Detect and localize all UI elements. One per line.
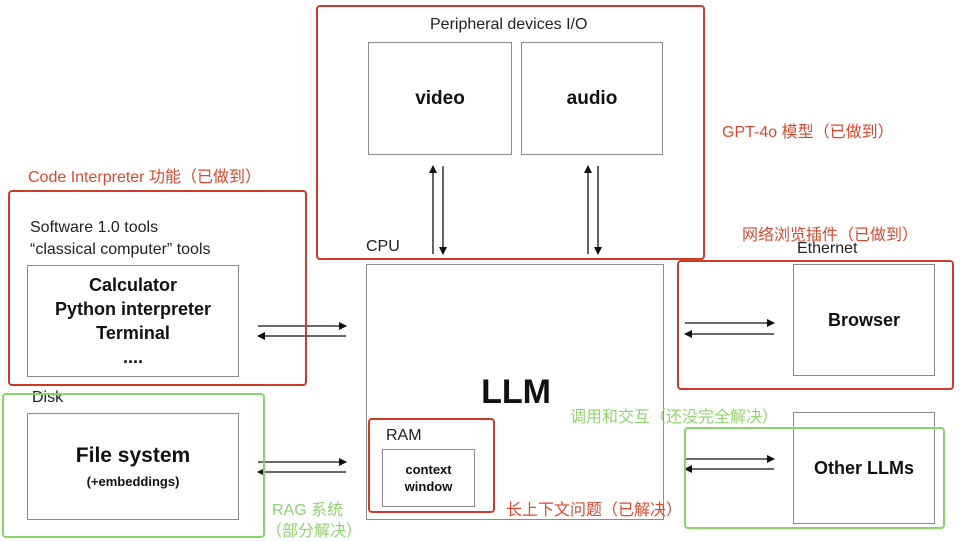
context-window-box: context window xyxy=(382,449,475,507)
context-line1: context xyxy=(405,462,452,477)
audio-box: audio xyxy=(521,42,663,155)
file-system-subtitle: (+embeddings) xyxy=(86,474,180,489)
audio-cpu-arrows xyxy=(584,165,602,255)
annotation-rag-line2: （部分解决） xyxy=(266,523,363,540)
audio-label: audio xyxy=(566,87,618,109)
ram-highlight-frame xyxy=(368,418,495,513)
tool-ellipsis: .... xyxy=(122,347,143,367)
video-cpu-arrows xyxy=(429,165,447,255)
annotation-gpt4o: GPT-4o 模型（已做到） xyxy=(722,124,894,141)
ethernet-label: Ethernet xyxy=(797,240,858,257)
llm-label: LLM xyxy=(481,373,551,411)
tools-header-line2: “classical computer” tools xyxy=(30,241,211,258)
tools-highlight-frame xyxy=(8,190,307,386)
file-system-title: File system xyxy=(75,444,191,467)
tools-header-line1: Software 1.0 tools xyxy=(30,219,159,236)
annotation-code-interpreter: Code Interpreter 功能（已做到） xyxy=(28,169,261,186)
video-label: video xyxy=(415,87,465,109)
peripheral-highlight-frame xyxy=(316,5,705,260)
ram-label: RAM xyxy=(386,427,422,444)
annotation-browsing: 网络浏览插件（已做到） xyxy=(742,227,919,244)
cpu-browser-arrows xyxy=(684,319,775,338)
tools-box: Calculator Python interpreter Terminal .… xyxy=(27,265,239,377)
cpu-label: CPU xyxy=(366,238,400,255)
file-system-box: File system (+embeddings) xyxy=(27,413,239,520)
context-line2: window xyxy=(404,479,453,494)
other-llms-label: Other LLMs xyxy=(813,457,914,478)
annotation-rag-line1: RAG 系统 xyxy=(272,502,344,519)
annotation-calling: 调用和交互（还没完全解决） xyxy=(570,409,779,426)
annotation-long-context: 长上下文问题（已解决） xyxy=(506,502,683,519)
tool-terminal: Terminal xyxy=(96,323,170,343)
cpu-other-llms-arrows xyxy=(684,455,775,473)
disk-cpu-arrows xyxy=(257,458,347,476)
other-llms-highlight-frame xyxy=(684,427,945,529)
disk-highlight-frame xyxy=(2,393,265,538)
tool-calculator: Calculator xyxy=(88,275,178,295)
browser-box: Browser xyxy=(793,264,935,376)
browser-label: Browser xyxy=(827,309,901,330)
tools-cpu-arrows xyxy=(257,322,347,340)
tool-python-interpreter: Python interpreter xyxy=(54,299,212,319)
peripheral-title: Peripheral devices I/O xyxy=(430,16,588,33)
other-llms-box: Other LLMs xyxy=(793,412,935,524)
video-box: video xyxy=(368,42,512,155)
browser-highlight-frame xyxy=(677,260,954,390)
